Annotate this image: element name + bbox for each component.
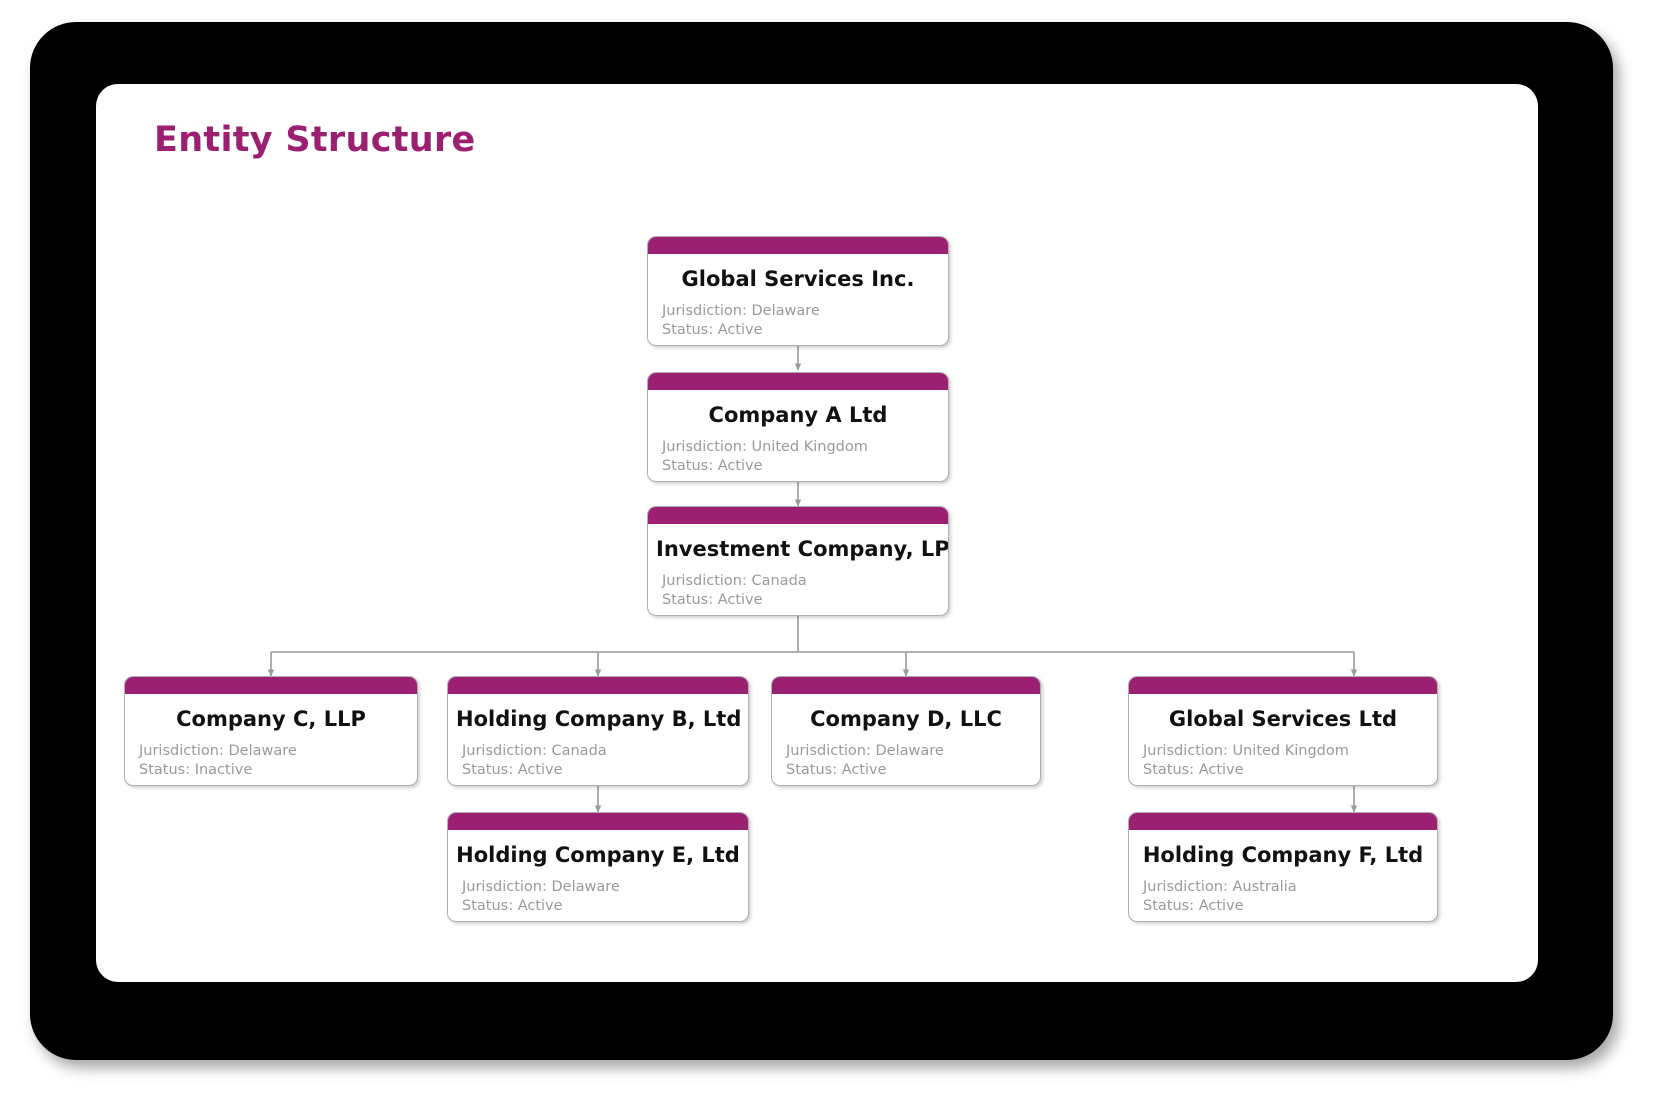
node-meta: Jurisdiction: United Kingdom Status: Act… bbox=[1129, 742, 1437, 780]
node-accent-header bbox=[648, 373, 948, 390]
node-jurisdiction: Jurisdiction: Canada bbox=[462, 743, 607, 759]
entity-chart: Global Services Inc. Jurisdiction: Delaw… bbox=[96, 84, 1538, 982]
node-accent-header bbox=[772, 677, 1040, 694]
node-title: Investment Company, LP bbox=[656, 537, 948, 561]
node-accent-header bbox=[125, 677, 417, 694]
node-meta: Jurisdiction: Delaware Status: Active bbox=[448, 878, 748, 916]
node-meta: Jurisdiction: Delaware Status: Inactive bbox=[125, 742, 417, 780]
node-meta: Jurisdiction: Australia Status: Active bbox=[1129, 878, 1437, 916]
entity-node-global-services-inc[interactable]: Global Services Inc. Jurisdiction: Delaw… bbox=[647, 236, 949, 346]
entity-node-holding-company-f-ltd[interactable]: Holding Company F, Ltd Jurisdiction: Aus… bbox=[1128, 812, 1438, 922]
node-jurisdiction: Jurisdiction: Delaware bbox=[462, 879, 620, 895]
entity-node-company-d-llc[interactable]: Company D, LLC Jurisdiction: Delaware St… bbox=[771, 676, 1041, 786]
node-accent-header bbox=[1129, 813, 1437, 830]
node-status: Status: Active bbox=[462, 762, 563, 778]
node-accent-header bbox=[648, 507, 948, 524]
node-status: Status: Active bbox=[786, 762, 887, 778]
node-jurisdiction: Jurisdiction: Delaware bbox=[786, 743, 944, 759]
node-title: Global Services Inc. bbox=[681, 267, 915, 291]
node-status: Status: Active bbox=[662, 322, 763, 338]
device-bezel: Entity Structure bbox=[30, 22, 1613, 1060]
node-accent-header bbox=[648, 237, 948, 254]
node-status: Status: Active bbox=[662, 592, 763, 608]
node-jurisdiction: Jurisdiction: United Kingdom bbox=[1143, 743, 1349, 759]
entity-node-company-c-llp[interactable]: Company C, LLP Jurisdiction: Delaware St… bbox=[124, 676, 418, 786]
node-accent-header bbox=[448, 813, 748, 830]
node-title: Holding Company E, Ltd bbox=[456, 843, 740, 867]
node-status: Status: Active bbox=[662, 458, 763, 474]
node-title: Holding Company F, Ltd bbox=[1142, 843, 1424, 867]
page-title: Entity Structure bbox=[154, 120, 476, 160]
node-jurisdiction: Jurisdiction: Australia bbox=[1143, 879, 1297, 895]
node-jurisdiction: Jurisdiction: Delaware bbox=[662, 303, 820, 319]
node-status: Status: Inactive bbox=[139, 762, 253, 778]
entity-node-holding-company-b-ltd[interactable]: Holding Company B, Ltd Jurisdiction: Can… bbox=[447, 676, 749, 786]
diagram-canvas-card: Entity Structure bbox=[96, 84, 1538, 982]
node-accent-header bbox=[448, 677, 748, 694]
node-meta: Jurisdiction: Delaware Status: Active bbox=[648, 302, 948, 340]
node-jurisdiction: Jurisdiction: Canada bbox=[662, 573, 807, 589]
entity-node-company-a-ltd[interactable]: Company A Ltd Jurisdiction: United Kingd… bbox=[647, 372, 949, 482]
node-title: Global Services Ltd bbox=[1168, 707, 1398, 731]
entity-node-holding-company-e-ltd[interactable]: Holding Company E, Ltd Jurisdiction: Del… bbox=[447, 812, 749, 922]
node-status: Status: Active bbox=[1143, 898, 1244, 914]
entity-node-investment-company-lp[interactable]: Investment Company, LP Jurisdiction: Can… bbox=[647, 506, 949, 616]
node-title: Holding Company B, Ltd bbox=[456, 707, 742, 731]
node-meta: Jurisdiction: Delaware Status: Active bbox=[772, 742, 1040, 780]
node-title: Company C, LLP bbox=[176, 707, 366, 731]
node-jurisdiction: Jurisdiction: United Kingdom bbox=[662, 439, 868, 455]
node-meta: Jurisdiction: United Kingdom Status: Act… bbox=[648, 438, 948, 476]
entity-node-global-services-ltd[interactable]: Global Services Ltd Jurisdiction: United… bbox=[1128, 676, 1438, 786]
node-meta: Jurisdiction: Canada Status: Active bbox=[648, 572, 948, 610]
node-title: Company A Ltd bbox=[708, 403, 888, 427]
node-jurisdiction: Jurisdiction: Delaware bbox=[139, 743, 297, 759]
node-meta: Jurisdiction: Canada Status: Active bbox=[448, 742, 748, 780]
node-accent-header bbox=[1129, 677, 1437, 694]
node-title: Company D, LLC bbox=[810, 707, 1002, 731]
node-status: Status: Active bbox=[1143, 762, 1244, 778]
node-status: Status: Active bbox=[462, 898, 563, 914]
